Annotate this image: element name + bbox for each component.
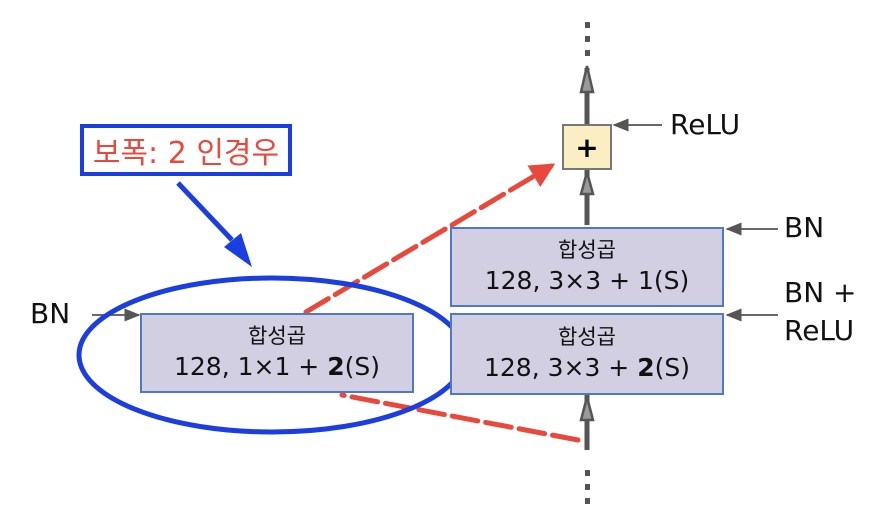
conv-1x1-title: 합성곱: [248, 324, 306, 348]
flow-arrowheads: [579, 65, 595, 422]
relu-label: ReLU: [670, 108, 741, 141]
conv-3x3-stride2-block: 합성곱 128, 3×3 + 2(S): [450, 313, 724, 395]
side-input-arrows: [92, 118, 778, 322]
conv-3x3-stride1-block: 합성곱 128, 3×3 + 1(S): [450, 227, 724, 307]
highlight-overlay: [76, 181, 468, 435]
left-bn-label: BN: [30, 297, 71, 330]
conv-3x3-stride1-title: 합성곱: [558, 238, 616, 262]
conv-3x3-stride2-params: 128, 3×3 + 2(S): [483, 353, 690, 382]
stride-annotation-text: 보폭: 2 인경우: [92, 136, 280, 171]
right-top-bn-label: BN: [784, 211, 825, 244]
add-node-symbol: +: [575, 130, 599, 164]
conv-3x3-stride1-params: 128, 3×3 + 1(S): [484, 266, 690, 295]
highlight-pointer-head: [224, 233, 252, 267]
conv-3x3-stride2-title: 합성곱: [558, 325, 616, 349]
right-bottom-bn-relu-label-line1: BN +: [784, 276, 857, 309]
conv-1x1-block: 합성곱 128, 1×1 + 2(S): [140, 313, 414, 393]
shortcut-path: [303, 163, 581, 443]
right-bottom-bn-relu-label-line2: ReLU: [784, 314, 855, 347]
stride-annotation: 보폭: 2 인경우: [80, 124, 292, 176]
add-node: +: [562, 124, 612, 170]
main-path-dots: [585, 22, 590, 504]
conv-1x1-params: 128, 1×1 + 2(S): [173, 352, 380, 381]
